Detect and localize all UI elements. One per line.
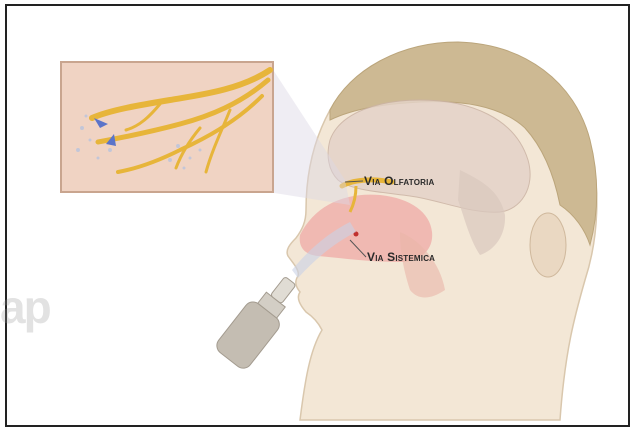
systemic-route-label: Via Sistemica: [367, 250, 435, 264]
nerve-inset: [61, 62, 273, 192]
ear: [530, 213, 566, 277]
watermark: ap: [0, 280, 50, 334]
nasal-spray-bottle-icon: [213, 268, 306, 371]
head: [287, 42, 597, 420]
olfactory-route-label: Via Olfatoria: [364, 174, 435, 188]
